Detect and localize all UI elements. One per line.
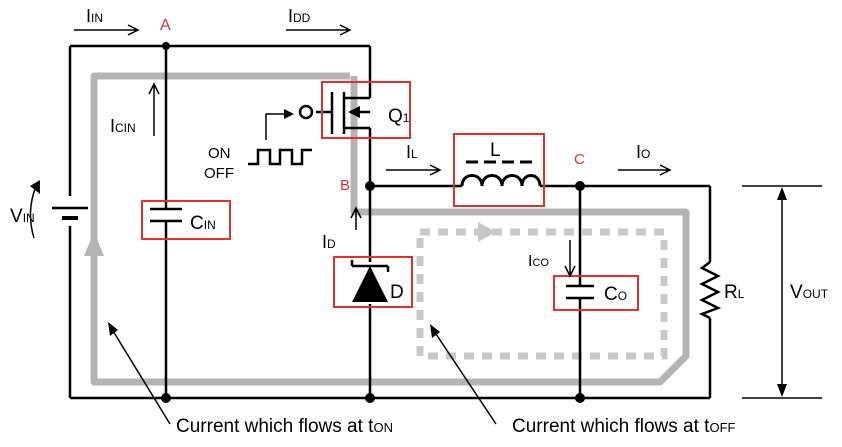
mosfet-q1-symbol: [298, 90, 372, 136]
q1-label: Q1: [388, 106, 410, 127]
ton-current-path: [84, 72, 690, 386]
q1-highlight-box: [321, 81, 411, 139]
diode-label: D: [390, 282, 404, 303]
diode-symbol: [350, 260, 390, 302]
cin-capacitor-symbol: [150, 207, 182, 223]
junction-dots: [161, 42, 585, 403]
circuit-wires: [68, 44, 712, 400]
icin-label: ICIN: [110, 116, 136, 136]
diode-highlight-box: [333, 256, 413, 308]
toff-callout-text: Current which flows at tOFF: [512, 416, 736, 437]
vout-label: VOUT: [790, 282, 829, 303]
cin-label: CIN: [190, 213, 216, 234]
idd-label: IDD: [288, 6, 311, 26]
ton-callout-text: Current which flows at tON: [176, 416, 393, 437]
vout-dimension-arrow: [742, 185, 822, 399]
iin-label: IIN: [86, 6, 103, 26]
toff-current-path: [416, 222, 668, 360]
on-label: ON: [208, 145, 231, 162]
il-label: IL: [406, 142, 418, 162]
co-highlight-box: [553, 275, 639, 311]
io-label: IO: [636, 142, 650, 162]
ton-callout-leader: [109, 325, 171, 425]
node-c-label: C: [574, 151, 585, 168]
toff-callout-leader: [431, 327, 497, 425]
current-arrows: [74, 24, 672, 278]
vin-curved-arrow: [29, 185, 37, 239]
gate-drive-arrow: [265, 113, 292, 140]
node-a-label: A: [160, 17, 171, 34]
node-b-label: B: [340, 177, 350, 194]
inductor-highlight-box: [453, 133, 545, 207]
id-label: ID: [322, 232, 336, 252]
co-label: CO: [604, 284, 627, 305]
cin-highlight-box: [141, 200, 231, 240]
rl-label: RL: [724, 282, 745, 303]
co-capacitor-symbol: [566, 284, 594, 300]
battery-symbol: [52, 206, 88, 220]
inductor-coil-symbol: [460, 174, 542, 187]
resistor-rl-symbol: [698, 261, 722, 320]
pulse-waveform-icon: [248, 148, 312, 166]
ico-label: ICO: [528, 253, 549, 270]
off-label: OFF: [204, 165, 234, 182]
vin-label: VIN: [10, 206, 35, 227]
inductor-label: L: [490, 140, 501, 161]
